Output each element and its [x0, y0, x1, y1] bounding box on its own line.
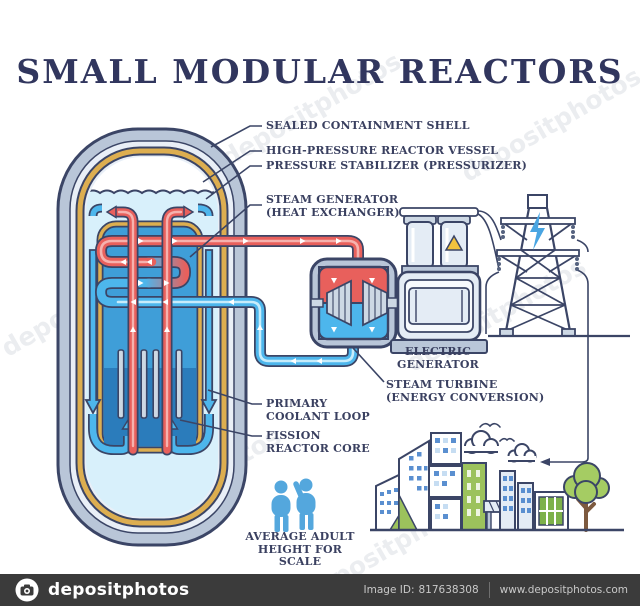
depositphotos-logo-icon — [15, 578, 39, 602]
primary-riser-pipes — [106, 205, 194, 456]
label-containment-shell: SEALED CONTAINMENT SHELL — [266, 119, 470, 132]
label-reactor-vessel: HIGH-PRESSURE REACTOR VESSEL — [266, 144, 499, 157]
label-steam-turbine: STEAM TURBINE (ENERGY CONVERSION) — [386, 378, 545, 404]
page-title: SMALL MODULAR REACTORS — [16, 52, 624, 91]
wire-arrowhead — [540, 458, 550, 466]
watermark-website: www.depositphotos.com — [499, 584, 628, 596]
downcomer-arrows — [84, 203, 218, 415]
transmission-tower — [488, 194, 630, 338]
label-scale: AVERAGE ADULT HEIGHT FOR SCALE — [245, 530, 355, 568]
building — [461, 462, 487, 531]
label-pressurizer: PRESSURE STABILIZER (PRESSURIZER) — [266, 159, 528, 172]
watermark-brand: depositphotos — [48, 580, 190, 600]
insulators — [497, 225, 579, 271]
control-rods — [117, 349, 183, 419]
image-id-value: 817638308 — [418, 584, 479, 596]
lightning-bolt-icon — [530, 212, 545, 250]
watermark-bar: depositphotos Image ID: 817638308 www.de… — [0, 574, 640, 606]
cloud-icon — [507, 443, 537, 463]
steam-generator-coil — [95, 235, 364, 367]
electric-generator — [390, 207, 488, 354]
callout-lines — [179, 125, 385, 437]
label-primary-coolant: PRIMARY COOLANT LOOP — [266, 397, 370, 423]
label-fission-core: FISSION REACTOR CORE — [266, 429, 370, 455]
bird-icon — [479, 422, 515, 442]
steam-turbine — [309, 257, 405, 349]
tree — [563, 462, 610, 532]
cloud-icon — [463, 430, 499, 454]
image-id-label: Image ID: — [363, 584, 415, 596]
people-scale-figures — [271, 478, 316, 532]
label-steam-generator: STEAM GENERATOR (HEAT EXCHANGER) — [266, 193, 400, 219]
warning-triangle-icon — [444, 234, 464, 251]
city-skyline — [370, 422, 624, 532]
label-electric-generator: ELECTRIC GENERATOR — [396, 345, 479, 371]
power-line-wires — [477, 210, 589, 463]
divider — [488, 582, 490, 598]
